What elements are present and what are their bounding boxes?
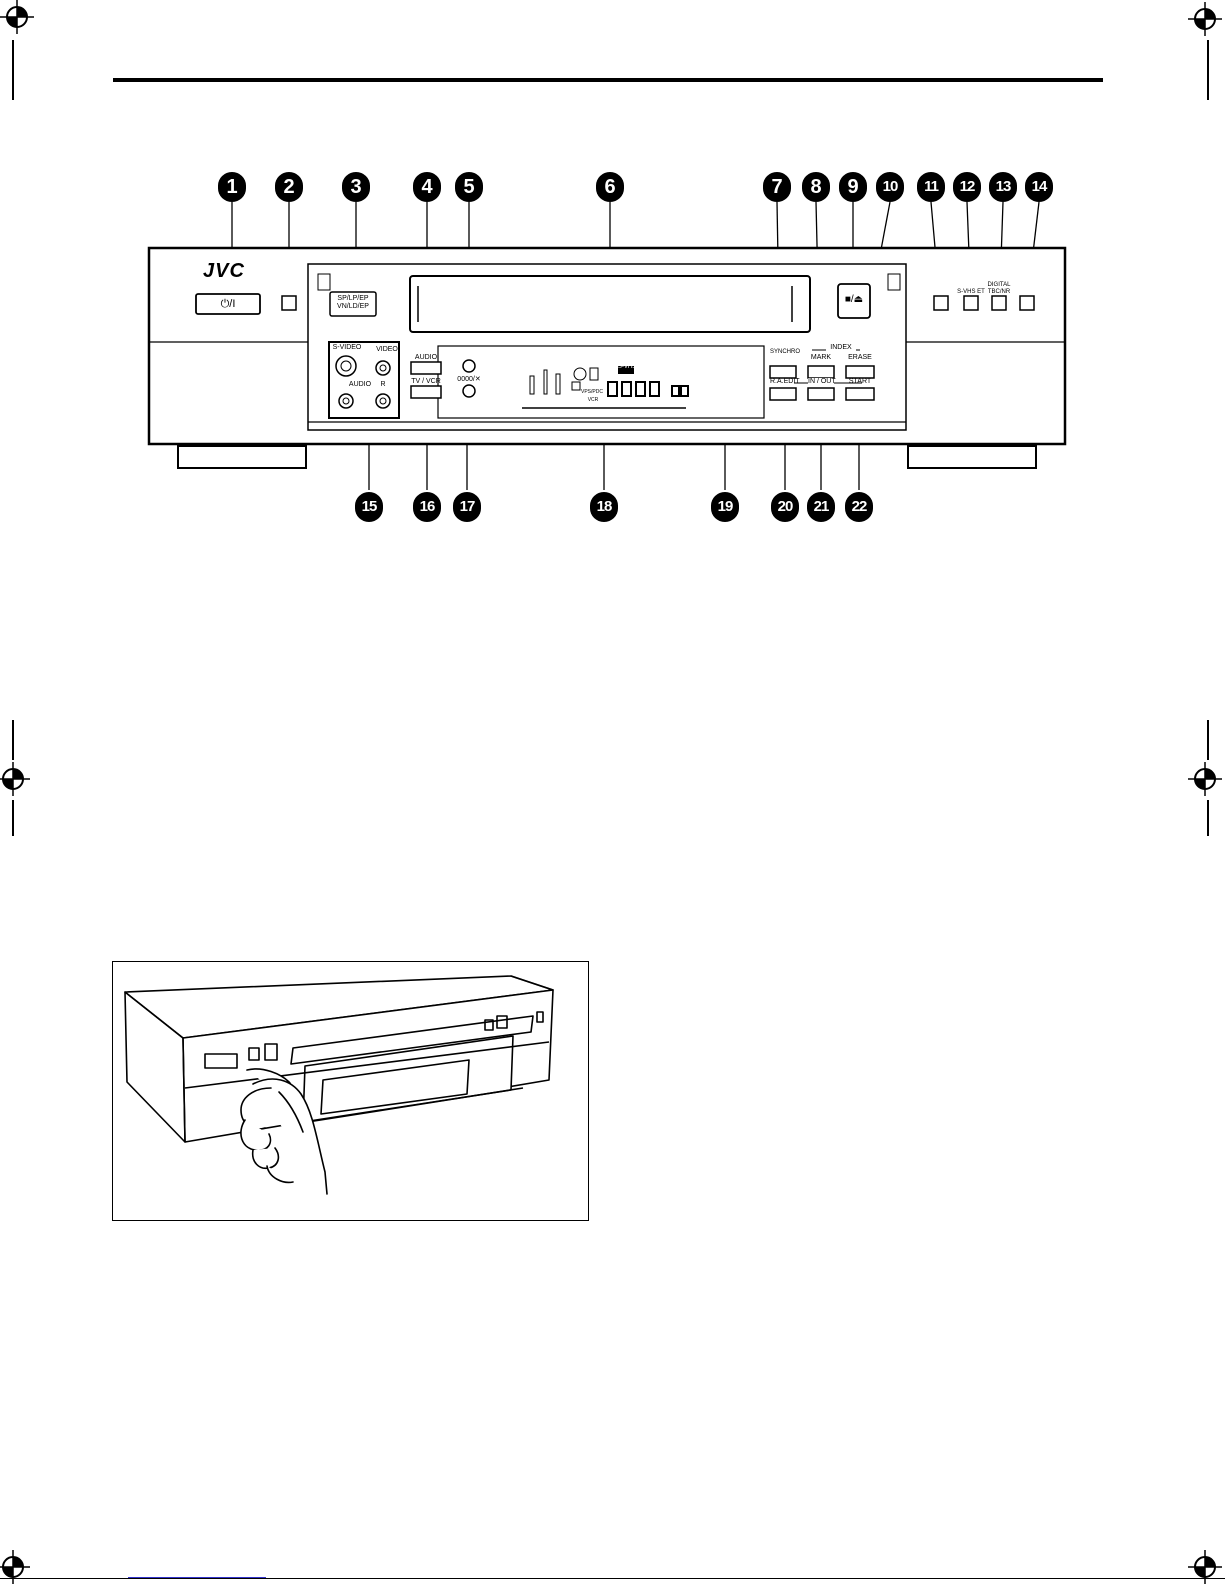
registration-mark-top-left [0,0,34,34]
callout-18: 18 [590,492,618,522]
audio-r-jack-label: R [378,381,388,389]
synchro-button[interactable]: SYNCHRO [770,348,796,356]
pressed-button-11[interactable] [934,296,948,310]
callout-3: 3 [342,172,370,202]
speed-button[interactable]: SP/LP/EP VN/LD/EP [330,295,376,311]
callout-5: 5 [455,172,483,202]
callout-15: 15 [355,492,383,522]
display-vps-pdc-indicator: VPS/PDC [580,388,604,396]
crop-line-top-right [1207,40,1209,100]
start-button[interactable]: START [846,378,874,386]
door-opening-inset-frame [112,961,589,1221]
callout-17: 17 [453,492,481,522]
callout-13: 13 [989,172,1017,202]
callout-2: 2 [275,172,303,202]
callout-11: 11 [917,172,945,202]
button-14[interactable] [1020,296,1034,310]
registration-mark-mid-left [0,762,30,796]
callout-8: 8 [802,172,830,202]
crop-line-mid-left-lower [12,800,14,836]
registration-mark-mid-right [1188,762,1222,796]
digital-tbc-nr-button[interactable]: DIGITAL TBC/NR [984,282,1014,296]
callout-10: 10 [876,172,904,202]
page-header-rule [113,78,1103,82]
door-opening-illustration [113,962,589,1221]
audio-button[interactable]: AUDIO [411,354,441,362]
callout-12: 12 [953,172,981,202]
display-svhs-indicator: S-VHS [617,363,637,371]
power-button[interactable]: ⏻/I [196,296,260,312]
crop-line-top-left [12,40,14,100]
vcr-front-panel-illustration [140,200,1080,490]
callout-9: 9 [839,172,867,202]
stop-eject-button[interactable]: ■/⏏ [838,294,870,306]
callout-4: 4 [413,172,441,202]
audio-jack-label: AUDIO [345,381,375,389]
callout-16: 16 [413,492,441,522]
tv-vcr-button[interactable]: TV / VCR [411,378,441,386]
crop-line-mid-right-lower [1207,800,1209,836]
erase-button[interactable]: ERASE [846,354,874,362]
crop-line-mid-left-upper [12,720,14,760]
counter-reset-button[interactable]: 0000/✕ [453,376,485,384]
s-video-jack-label: S-VIDEO [332,344,362,352]
callout-1: 1 [218,172,246,202]
s-vhs-et-button[interactable]: S-VHS ET [956,288,986,296]
callout-7: 7 [763,172,791,202]
callout-14: 14 [1025,172,1053,202]
callout-6: 6 [596,172,624,202]
mark-button[interactable]: MARK [808,354,834,362]
callout-22: 22 [845,492,873,522]
registration-mark-top-right [1188,2,1222,36]
crop-line-mid-right-upper [1207,720,1209,760]
display-vcr-indicator: VCR [584,396,602,404]
brand-logo: JVC [203,260,245,282]
r-a-edit-button[interactable]: R.A.EDIT [770,378,796,386]
callout-19: 19 [711,492,739,522]
callout-21: 21 [807,492,835,522]
footer-link-rule [128,1577,266,1578]
crop-line-bottom [0,1578,1225,1579]
video-jack-label: VIDEO [372,346,402,354]
callout-20: 20 [771,492,799,522]
in-out-button[interactable]: IN / OUT [808,378,834,386]
index-group-label: INDEX [826,344,856,352]
door-open-button[interactable] [282,296,296,310]
